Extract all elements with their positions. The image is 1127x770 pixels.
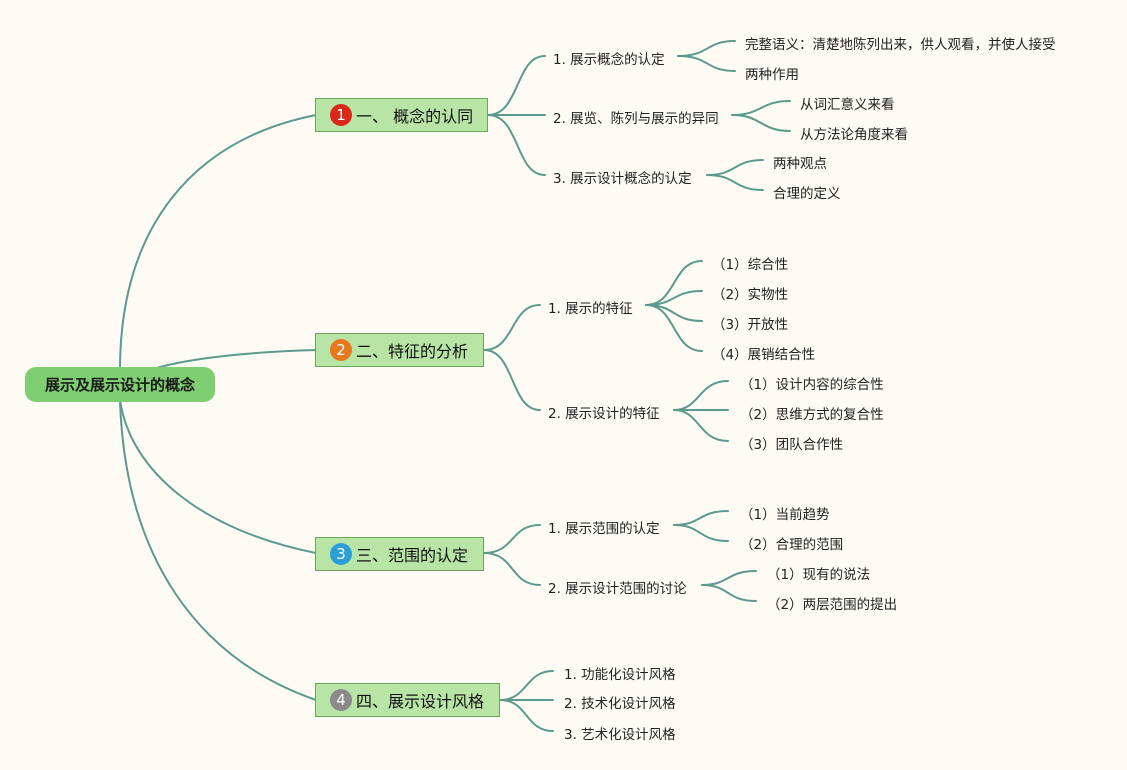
priority-2-icon: 2 — [330, 339, 352, 361]
subtopic-4-2[interactable]: 2. 技术化设计风格 — [564, 696, 676, 712]
connector-b2s2-l3 — [673, 409, 729, 442]
connector-b1s3-l1 — [706, 159, 764, 176]
connector-b2s2-l1 — [673, 380, 729, 411]
subtopic-1-3[interactable]: 3. 展示设计概念的认定 — [553, 171, 692, 187]
connector-b2-s2 — [483, 349, 541, 411]
connector-b3s2-l1 — [701, 570, 757, 586]
leaf-2-1-3[interactable]: （3）开放性 — [712, 317, 789, 333]
leaf-1-1-1[interactable]: 完整语义：清楚地陈列出来，供人观看，并使人接受 — [745, 37, 1056, 53]
connector-b4-s3 — [499, 699, 554, 732]
connector-b3s1-l1 — [673, 510, 729, 526]
leaf-3-2-2[interactable]: （2）两层范围的提出 — [767, 597, 898, 613]
subtopic-4-3[interactable]: 3. 艺术化设计风格 — [564, 727, 676, 743]
connector-b2-s1 — [483, 304, 541, 351]
main-topic-4[interactable]: 4 四、展示设计风格 — [315, 683, 500, 717]
leaf-2-2-2[interactable]: （2）思维方式的复合性 — [740, 407, 884, 423]
leaf-2-2-1[interactable]: （1）设计内容的综合性 — [740, 377, 884, 393]
subtopic-2-2[interactable]: 2. 展示设计的特征 — [548, 406, 660, 422]
subtopic-3-1[interactable]: 1. 展示范围的认定 — [548, 521, 660, 537]
connector-b4-s1 — [499, 670, 554, 701]
connector-b3-s2 — [483, 552, 541, 586]
leaf-2-1-1[interactable]: （1）综合性 — [712, 257, 789, 273]
main-topic-3-label: 三、范围的认定 — [356, 546, 469, 565]
main-topic-3[interactable]: 3 三、范围的认定 — [315, 537, 484, 571]
priority-1-icon: 1 — [330, 104, 352, 126]
leaf-1-2-1[interactable]: 从词汇意义来看 — [800, 97, 895, 113]
main-topic-1-label: 一、 概念的认同 — [356, 107, 474, 126]
leaf-3-1-2[interactable]: （2）合理的范围 — [740, 537, 844, 553]
leaf-1-2-2[interactable]: 从方法论角度来看 — [800, 127, 908, 143]
priority-3-icon: 3 — [330, 543, 352, 565]
connector-b1s1-l2 — [677, 55, 736, 72]
connector-b3s2-l2 — [701, 584, 757, 602]
connector-b1-s1 — [487, 55, 546, 116]
connector-root-branch-4 — [119, 399, 317, 701]
connector-root-branch-3 — [119, 399, 317, 554]
connector-root-branch-1 — [119, 114, 317, 371]
leaf-2-2-3[interactable]: （3）团队合作性 — [740, 437, 844, 453]
connector-b3-s1 — [483, 524, 541, 554]
leaf-1-1-2[interactable]: 两种作用 — [745, 67, 799, 83]
main-topic-1[interactable]: 1 一、 概念的认同 — [315, 98, 488, 132]
leaf-3-1-1[interactable]: （1）当前趋势 — [740, 507, 830, 523]
subtopic-3-2[interactable]: 2. 展示设计范围的讨论 — [548, 581, 687, 597]
leaf-1-3-1[interactable]: 两种观点 — [773, 156, 827, 172]
main-topic-2-label: 二、特征的分析 — [356, 342, 469, 361]
connector-b1s1-l1 — [677, 40, 736, 57]
connector-b1-s3 — [487, 114, 546, 176]
leaf-1-3-2[interactable]: 合理的定义 — [773, 186, 841, 202]
connector-root-branch-2 — [149, 349, 317, 371]
main-topic-4-label: 四、展示设计风格 — [356, 692, 485, 711]
connector-b1s3-l2 — [706, 174, 764, 191]
subtopic-4-1[interactable]: 1. 功能化设计风格 — [564, 667, 676, 683]
subtopic-2-1[interactable]: 1. 展示的特征 — [548, 301, 633, 317]
leaf-2-1-4[interactable]: （4）展销结合性 — [712, 347, 816, 363]
connector-b2s1-l1 — [645, 260, 703, 306]
priority-4-icon: 4 — [330, 689, 352, 711]
subtopic-1-2[interactable]: 2. 展览、陈列与展示的异同 — [553, 111, 719, 127]
main-topic-2[interactable]: 2 二、特征的分析 — [315, 333, 484, 367]
leaf-2-1-2[interactable]: （2）实物性 — [712, 287, 789, 303]
connector-b3s1-l2 — [673, 524, 729, 542]
connector-b1s2-l1 — [731, 100, 791, 116]
connector-b1s2-l2 — [731, 114, 791, 132]
connector-b2s1-l4 — [645, 304, 703, 352]
leaf-3-2-1[interactable]: （1）现有的说法 — [767, 567, 871, 583]
subtopic-1-1[interactable]: 1. 展示概念的认定 — [553, 52, 665, 68]
central-topic[interactable]: 展示及展示设计的概念 — [25, 367, 215, 402]
